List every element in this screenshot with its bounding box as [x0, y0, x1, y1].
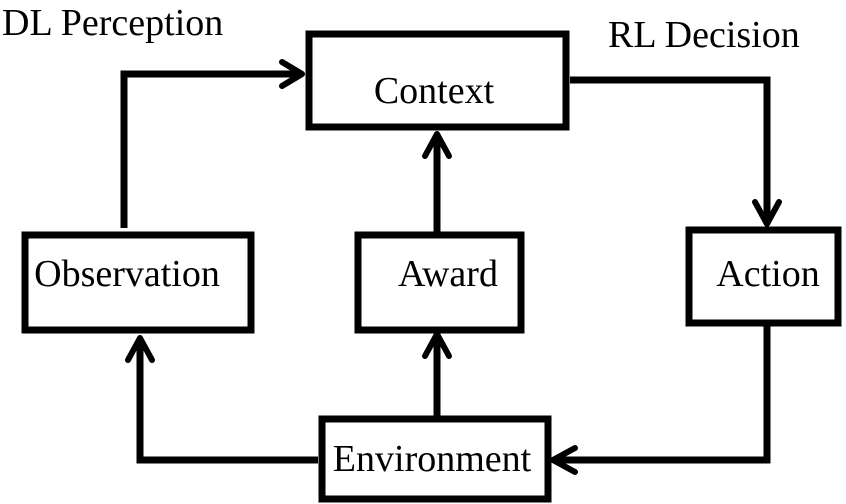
environment-box	[318, 415, 552, 503]
observation-label: Observation	[34, 253, 220, 295]
arrowhead-into-award	[422, 331, 452, 359]
arrowhead-into-context-bottom	[422, 131, 452, 159]
edge-environment-to-observation	[136, 338, 318, 464]
context-box	[305, 30, 570, 131]
connectors	[120, 59, 782, 475]
action-label: Action	[716, 253, 819, 295]
edge-observation-to-context	[120, 70, 302, 228]
heading-rl-decision: RL Decision	[608, 14, 800, 56]
award-box	[354, 231, 525, 334]
edge-context-to-action	[570, 76, 771, 224]
arrowhead-into-action	[752, 199, 782, 227]
arrowhead-into-observation	[125, 335, 155, 363]
action-box	[685, 226, 842, 327]
node-award: Award	[354, 231, 525, 334]
arrowhead-into-context-left	[279, 59, 305, 89]
edge-action-to-environment	[553, 326, 771, 464]
context-label: Context	[374, 70, 495, 112]
heading-dl-perception: DL Perception	[2, 2, 223, 44]
node-environment: Environment	[318, 415, 552, 503]
node-context: Context	[305, 30, 570, 131]
arrowhead-into-environment	[550, 445, 578, 475]
award-label: Award	[398, 253, 498, 295]
node-action: Action	[685, 226, 842, 327]
environment-label: Environment	[333, 438, 532, 480]
node-observation: Observation	[21, 231, 255, 334]
observation-box	[21, 231, 255, 334]
